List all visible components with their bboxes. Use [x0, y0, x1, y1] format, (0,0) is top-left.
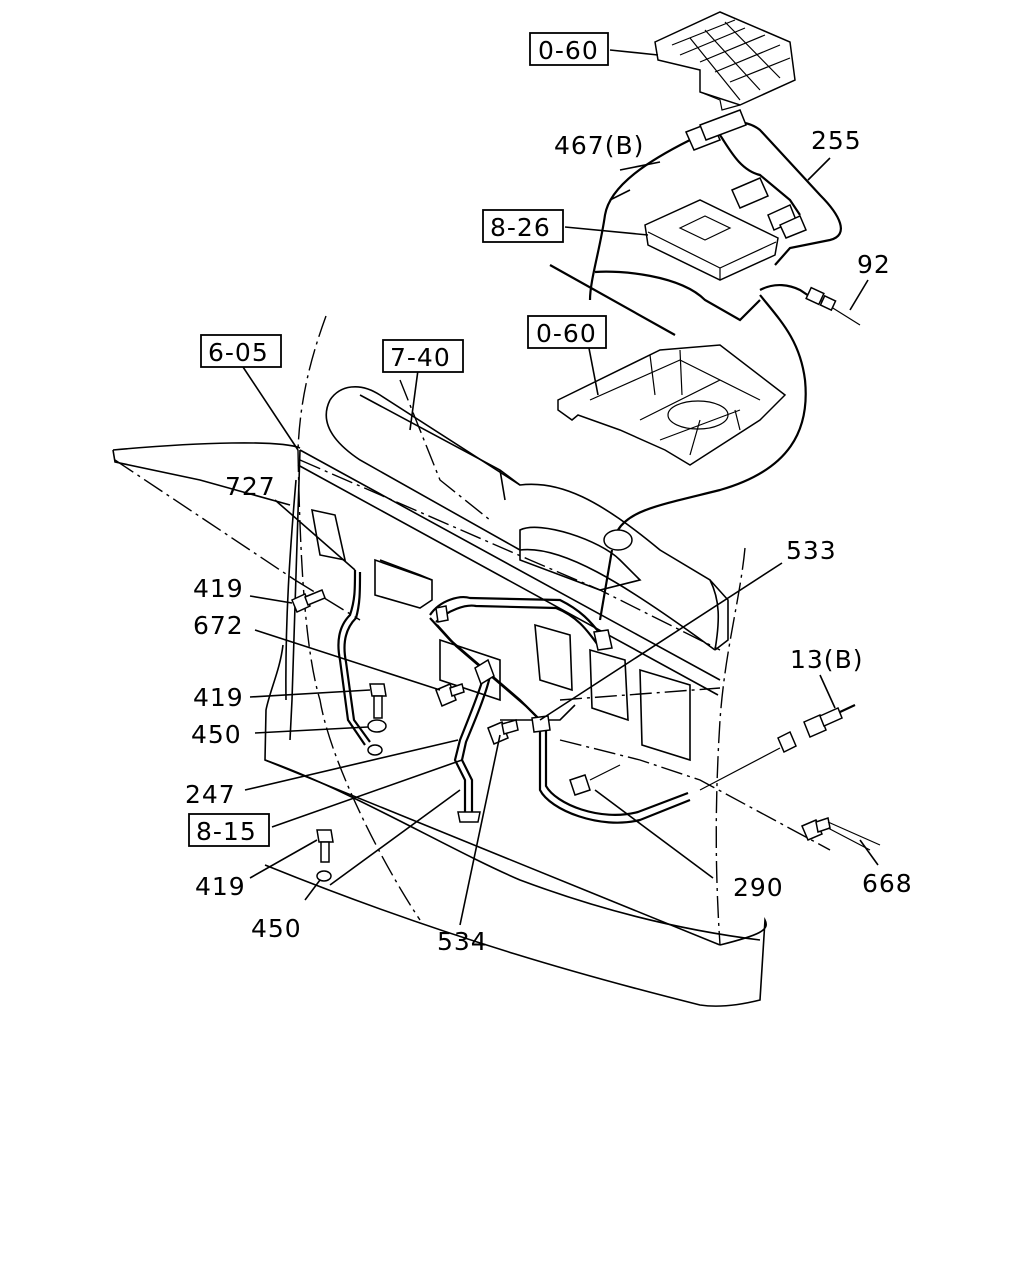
bolt-419-c: [316, 829, 334, 863]
callout-534: 534: [437, 927, 488, 956]
callout-box-8-26: [482, 209, 564, 243]
callout-6-05: 6-05: [208, 338, 269, 367]
callout-box-6-05: [200, 334, 282, 368]
bolt-534: [487, 719, 519, 745]
sensors: [699, 704, 881, 851]
callout-box-8-15: [188, 813, 270, 847]
upper-harness: [549, 109, 861, 531]
fasteners: [291, 589, 621, 882]
callout-450-b: 450: [251, 914, 302, 943]
bolt-419-a: [291, 589, 326, 614]
callout-450-a: 450: [191, 720, 242, 749]
callout-419-b: 419: [193, 683, 244, 712]
callout-672: 672: [193, 611, 244, 640]
callout-668: 668: [862, 869, 913, 898]
callout-8-26: 8-26: [490, 213, 551, 242]
top-bracket: [654, 11, 796, 111]
washer-450-a: [367, 719, 387, 733]
lower-bracket: [557, 344, 787, 466]
callout-8-15: 8-15: [196, 817, 257, 846]
callout-box-7-40: [382, 339, 464, 373]
callout-727: 727: [225, 472, 276, 501]
reference-lines: [294, 315, 831, 946]
callout-13b: 13(B): [790, 645, 863, 674]
callout-419-a: 419: [193, 574, 244, 603]
callout-533: 533: [786, 536, 837, 565]
washer-450-b: [316, 870, 332, 882]
callout-0-60-top: 0-60: [538, 36, 599, 65]
callout-255: 255: [811, 126, 862, 155]
leader-lines: [242, 49, 879, 926]
callout-box-0-60-mid: [527, 315, 607, 349]
bolt-672: [435, 683, 465, 707]
windshield: [112, 442, 301, 581]
callout-290: 290: [733, 873, 784, 902]
bolt-419-b: [369, 683, 387, 719]
control-unit: [644, 199, 779, 281]
callout-92: 92: [857, 250, 891, 279]
callout-7-40: 7-40: [390, 343, 451, 372]
front-panel: [264, 386, 767, 1007]
callout-419-c: 419: [195, 872, 246, 901]
callout-0-60-mid: 0-60: [536, 319, 597, 348]
callout-247: 247: [185, 780, 236, 809]
callout-467b: 467(B): [554, 131, 644, 160]
callout-box-0-60-top: [529, 32, 609, 66]
nut-290: [569, 764, 621, 796]
grommet: [598, 529, 633, 621]
